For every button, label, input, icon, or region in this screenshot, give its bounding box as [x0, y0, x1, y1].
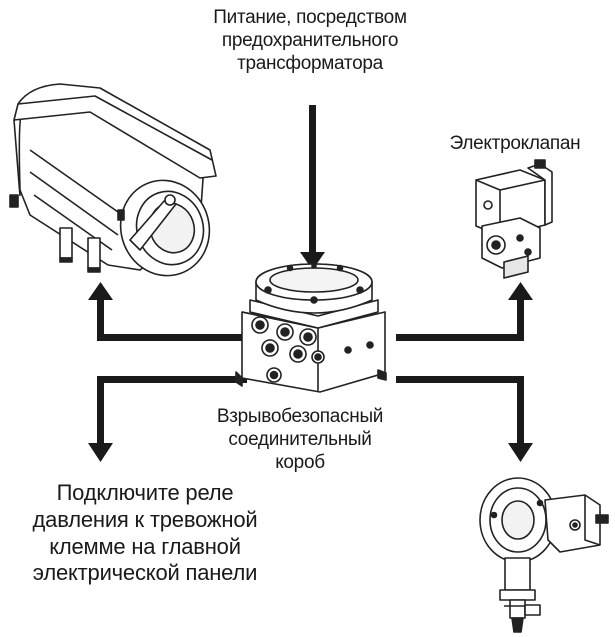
pressure-relay-label: Подключите реле давления к тревожной кле…	[32, 480, 258, 586]
arrow-box-to-camera	[88, 282, 247, 341]
arrow-box-to-relay	[88, 376, 247, 462]
arrow-box-to-gauge	[396, 376, 533, 462]
arrow-box-to-valve	[396, 282, 533, 341]
solenoid-valve-label: Электроклапан	[449, 133, 581, 154]
pressure-switch-illustration	[479, 477, 609, 633]
power-supply-label: Питание, посредством предохранительного …	[213, 7, 407, 75]
solenoid-valve-illustration	[475, 159, 553, 279]
junction-box-label: Взрывобезопасный соединительный короб	[216, 406, 384, 474]
arrow-power-to-box	[300, 105, 325, 270]
camera-housing-illustration	[9, 83, 217, 277]
junction-box-illustration	[235, 263, 387, 393]
